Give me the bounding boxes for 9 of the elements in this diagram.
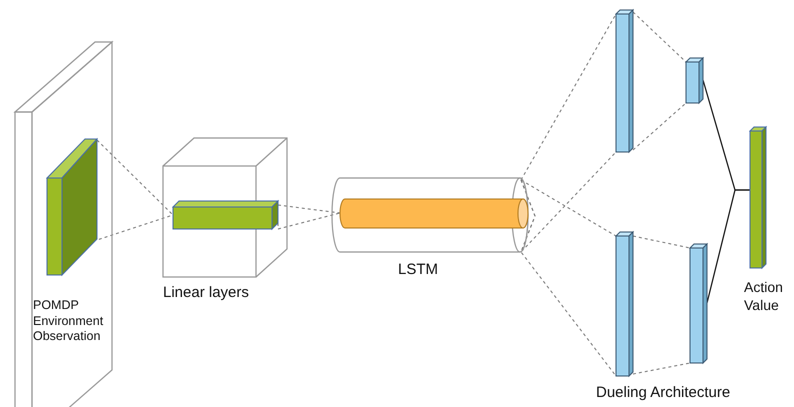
connector <box>706 189 750 304</box>
node-label: LSTM <box>396 261 439 280</box>
dashed-connector <box>278 204 340 230</box>
dashed-connector <box>520 14 616 252</box>
caption-label: Dueling Architecture <box>596 384 730 401</box>
node-label: Linear layers <box>163 284 250 303</box>
node-label: POMDP Environment Observation <box>33 298 104 345</box>
dashed-connector <box>520 180 616 376</box>
node-label: Action Value <box>744 279 784 314</box>
